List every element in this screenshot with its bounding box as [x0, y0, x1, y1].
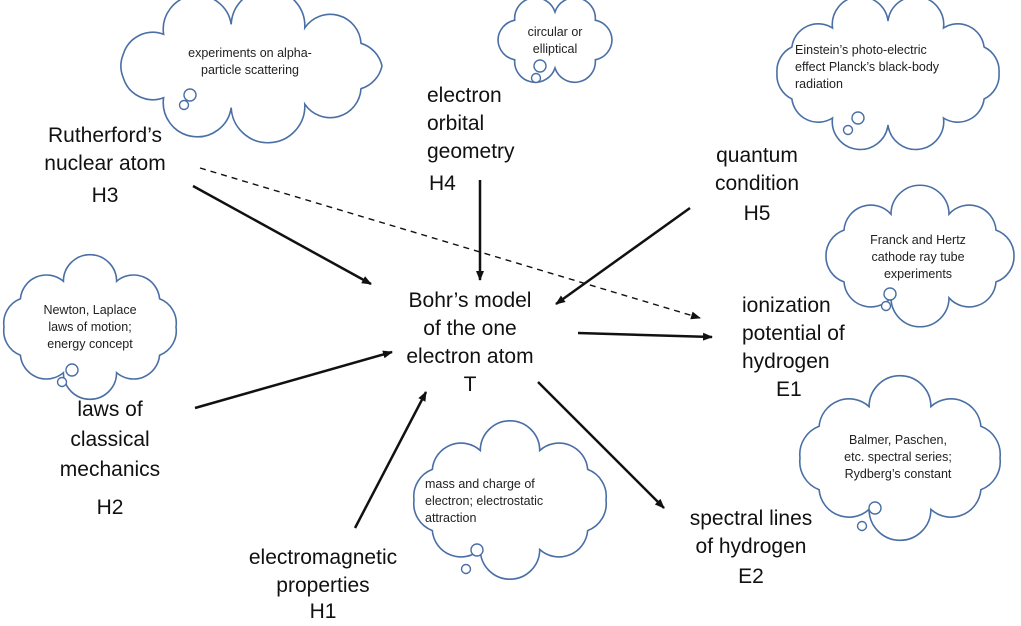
arrow-h3-to-t	[192, 184, 372, 286]
arrow-h1-to-t	[353, 391, 428, 529]
cloud-h4-line-1: circular or	[527, 25, 583, 39]
cloud-e1-line-3: experiments	[883, 267, 953, 281]
cloud-tail-bubble-h1-2	[460, 563, 472, 575]
node-h1-line-1: electromagnetic	[248, 546, 398, 569]
cloud-outline-e1	[825, 184, 1015, 328]
node-h4: electron orbital geometry H4	[413, 82, 543, 198]
arrow-t-to-e2	[537, 381, 665, 509]
node-h5: quantum condition H5	[697, 142, 817, 228]
node-h1: electromagnetic properties H1	[248, 544, 398, 626]
cloud-e2-line-3: Rydberg’s constant	[844, 467, 952, 481]
arrow-h2-to-t	[194, 350, 393, 410]
node-h2-line-2: classical	[70, 428, 150, 451]
node-theory-line-1: Bohr’s model	[408, 289, 532, 312]
node-h2: laws of classical mechanics H2	[40, 396, 180, 522]
cloud-outline-h5	[776, 0, 1000, 151]
cloud-text-e2: Balmer, Paschen, etc. spectral series; R…	[818, 432, 978, 483]
cloud-h2-line-2: laws of motion;	[48, 320, 132, 334]
cloud-h2-line-3: energy concept	[47, 337, 133, 351]
cloud-text-h4: circular or elliptical	[510, 24, 600, 58]
cloud-h5-line-1: Einstein’s photo-electric	[795, 43, 927, 57]
node-theory-line-2: of the one	[423, 317, 517, 340]
node-h4-line-3: geometry	[427, 140, 515, 163]
node-h4-label: H4	[429, 172, 456, 195]
cloud-tail-bubble-h4-2	[530, 72, 542, 84]
thought-cloud-h4	[497, 0, 613, 84]
node-e1-line-2: potential of	[742, 322, 845, 345]
node-e2-line-1: spectral lines	[689, 507, 813, 530]
node-h2-label: H2	[96, 496, 124, 519]
cloud-tail-bubble-e1-2	[880, 300, 892, 312]
node-theory-label: T	[463, 373, 477, 396]
cloud-text-e1: Franck and Hertz cathode ray tube experi…	[848, 232, 988, 283]
cloud-tail-bubble-e2-1	[868, 501, 882, 515]
node-h5-line-2: condition	[714, 172, 800, 195]
thought-cloud-e2	[798, 374, 1002, 542]
cloud-e1-line-1: Franck and Hertz	[870, 233, 966, 247]
cloud-outline-h4	[497, 0, 613, 84]
cloud-text-h5: Einstein’s photo-electric effect Planck’…	[795, 42, 985, 93]
cloud-tail-bubble-h3-1	[183, 88, 197, 102]
cloud-outline-h1	[412, 420, 608, 580]
cloud-text-h2: Newton, Laplace laws of motion; energy c…	[20, 302, 160, 353]
cloud-outline-h2	[2, 253, 178, 401]
cloud-tail-bubble-e2-2	[856, 520, 868, 532]
node-h2-line-1: laws of	[77, 398, 143, 421]
cloud-tail-bubble-h4-1	[533, 59, 547, 73]
thought-cloud-e1	[825, 184, 1015, 328]
cloud-h2-line-1: Newton, Laplace	[43, 303, 137, 317]
cloud-tail-bubble-h5-2	[842, 124, 854, 136]
cloud-h1-line-3: attraction	[425, 511, 477, 525]
arrow-t-to-e1	[577, 331, 713, 341]
node-h1-label: H1	[309, 600, 337, 623]
node-e1: ionization potential of hydrogen E1	[718, 292, 845, 404]
node-theory-line-3: electron atom	[406, 345, 534, 368]
node-e2-label: E2	[738, 565, 764, 588]
node-e1-line-3: hydrogen	[742, 350, 830, 373]
cloud-e2-line-1: Balmer, Paschen,	[849, 433, 947, 447]
cloud-h3-line-1: experiments on alpha-	[188, 46, 312, 60]
cloud-text-h3: experiments on alpha- particle scatterin…	[150, 45, 350, 79]
cloud-e2-line-2: etc. spectral series;	[844, 450, 952, 464]
cloud-tail-bubble-h2-2	[56, 376, 68, 388]
thought-cloud-h3	[120, 0, 383, 144]
cloud-tail-bubble-h2-1	[65, 363, 79, 377]
node-e2-line-2: of hydrogen	[695, 535, 807, 558]
node-e1-label: E1	[776, 378, 802, 401]
node-h5-label: H5	[743, 202, 771, 225]
cloud-tail-bubble-h3-2	[178, 99, 190, 111]
node-e2: spectral lines of hydrogen E2	[676, 505, 826, 591]
cloud-e1-line-2: cathode ray tube	[871, 250, 965, 264]
cloud-h5-line-2: effect Planck’s black-body	[795, 60, 940, 74]
thought-cloud-h5	[776, 0, 1000, 151]
node-h4-line-2: orbital	[427, 112, 485, 135]
node-h3: Rutherford’s nuclear atom H3	[20, 122, 190, 210]
cloud-h5-line-3: radiation	[795, 77, 843, 91]
node-h5-line-1: quantum	[716, 144, 798, 167]
node-h4-line-1: electron	[427, 84, 502, 107]
cloud-h3-line-2: particle scattering	[201, 63, 299, 77]
cloud-h1-line-2: electron; electrostatic	[425, 494, 544, 508]
thought-cloud-h2	[2, 253, 178, 401]
node-theory: Bohr’s model of the one electron atom T	[385, 287, 555, 399]
node-h3-label: H3	[91, 184, 119, 207]
node-h3-line-2: nuclear atom	[44, 152, 166, 175]
cloud-tail-bubble-e1-1	[883, 287, 897, 301]
cloud-outline-e2	[798, 374, 1002, 542]
cloud-tail-bubble-h1-1	[470, 543, 484, 557]
cloud-text-h1: mass and charge of electron; electrostat…	[425, 476, 595, 527]
cloud-h1-line-1: mass and charge of	[425, 477, 535, 491]
node-e1-line-1: ionization	[742, 294, 831, 317]
thought-cloud-h1	[412, 420, 608, 580]
node-h2-line-3: mechanics	[59, 458, 161, 481]
cloud-tail-bubble-h5-1	[851, 111, 865, 125]
node-h3-line-1: Rutherford’s	[47, 124, 162, 147]
cloud-h4-line-2: elliptical	[532, 42, 578, 56]
arrow-h5-to-t	[555, 206, 691, 306]
node-h1-line-2: properties	[276, 574, 370, 597]
